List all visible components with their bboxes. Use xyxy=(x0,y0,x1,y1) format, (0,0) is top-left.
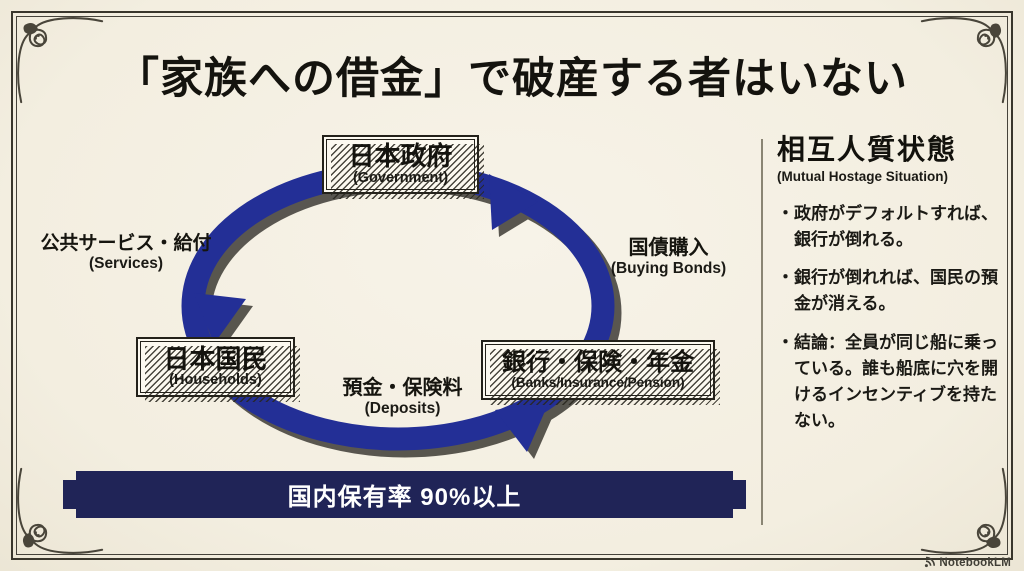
edge-label-buying-bonds: 国債購入 (Buying Bonds) xyxy=(596,237,741,278)
sidebar: 相互人質状態 (Mutual Hostage Situation) ・ 政府がデ… xyxy=(777,135,1003,446)
node-banks-insurance-pension: 銀行・保険・年金 (Banks/Insurance/Pension) xyxy=(481,340,720,405)
node-government: 日本政府 (Government) xyxy=(322,135,484,199)
bullet-text-default: 政府がデフォルトすれば、銀行が倒れる。 xyxy=(794,203,998,249)
sidebar-heading-en: (Mutual Hostage Situation) xyxy=(777,168,948,184)
edge-services-en: (Services) xyxy=(88,254,164,272)
bullet-item-bank-failure: ・ 銀行が倒れれば、国民の預金が消える。 xyxy=(777,265,1003,317)
bullet-item-conclusion: ・ 結論：全員が同じ船に乗っている。誰も船底に穴を開けるインセンティブを持たない… xyxy=(777,330,1003,433)
edge-label-services: 公共サービス・給付 (Services) xyxy=(36,233,216,273)
sidebar-divider-line xyxy=(761,139,763,525)
sidebar-heading-jp: 相互人質状態 xyxy=(777,135,958,166)
domestic-holding-banner: 国内保有率 90%以上 xyxy=(63,471,746,518)
page-title: 「家族への借金」で破産する者はいない xyxy=(116,56,908,103)
edge-deposits-en: (Deposits) xyxy=(364,400,441,417)
node-banks-label-jp: 銀行・保険・年金 xyxy=(502,348,694,376)
edge-label-deposits: 預金・保険料 (Deposits) xyxy=(330,377,475,418)
node-banks-label-en: (Banks/Insurance/Pension) xyxy=(511,374,685,390)
bullet-marker: ・ xyxy=(777,203,794,223)
bullet-text-conclusion: 結論：全員が同じ船に乗っている。誰も船底に穴を開けるインセンティブを持たない。 xyxy=(794,333,998,430)
arrowhead-to-banks xyxy=(495,402,549,452)
node-government-label-jp: 日本政府 xyxy=(348,141,453,172)
arrowhead-to-government xyxy=(489,174,538,230)
arrowhead-to-households xyxy=(194,293,246,344)
node-households-label-en: (Households) xyxy=(169,372,262,389)
edge-bonds-jp: 国債購入 xyxy=(628,237,709,259)
edge-deposits-jp: 預金・保険料 xyxy=(342,377,463,399)
bullet-marker: ・ xyxy=(777,333,794,353)
sidebar-bullet-list: ・ 政府がデフォルトすれば、銀行が倒れる。 ・ 銀行が倒れれば、国民の預金が消え… xyxy=(777,201,1003,434)
bullet-text-bank-failure: 銀行が倒れれば、国民の預金が消える。 xyxy=(794,268,998,314)
bullet-item-default: ・ 政府がデフォルトすれば、銀行が倒れる。 xyxy=(777,201,1003,253)
node-households: 日本国民 (Households) xyxy=(136,337,300,402)
notebooklm-icon xyxy=(925,556,936,568)
edge-bonds-en: (Buying Bonds) xyxy=(610,260,727,277)
node-households-label-jp: 日本国民 xyxy=(163,343,268,374)
notebooklm-watermark: NotebookLM xyxy=(923,556,1011,569)
edge-services-jp: 公共サービス・給付 xyxy=(40,233,212,254)
notebooklm-label: NotebookLM xyxy=(939,556,1011,569)
domestic-holding-banner-text: 国内保有率 90%以上 xyxy=(287,484,522,511)
node-government-label-en: (Government) xyxy=(352,169,449,186)
bullet-marker: ・ xyxy=(777,268,794,288)
